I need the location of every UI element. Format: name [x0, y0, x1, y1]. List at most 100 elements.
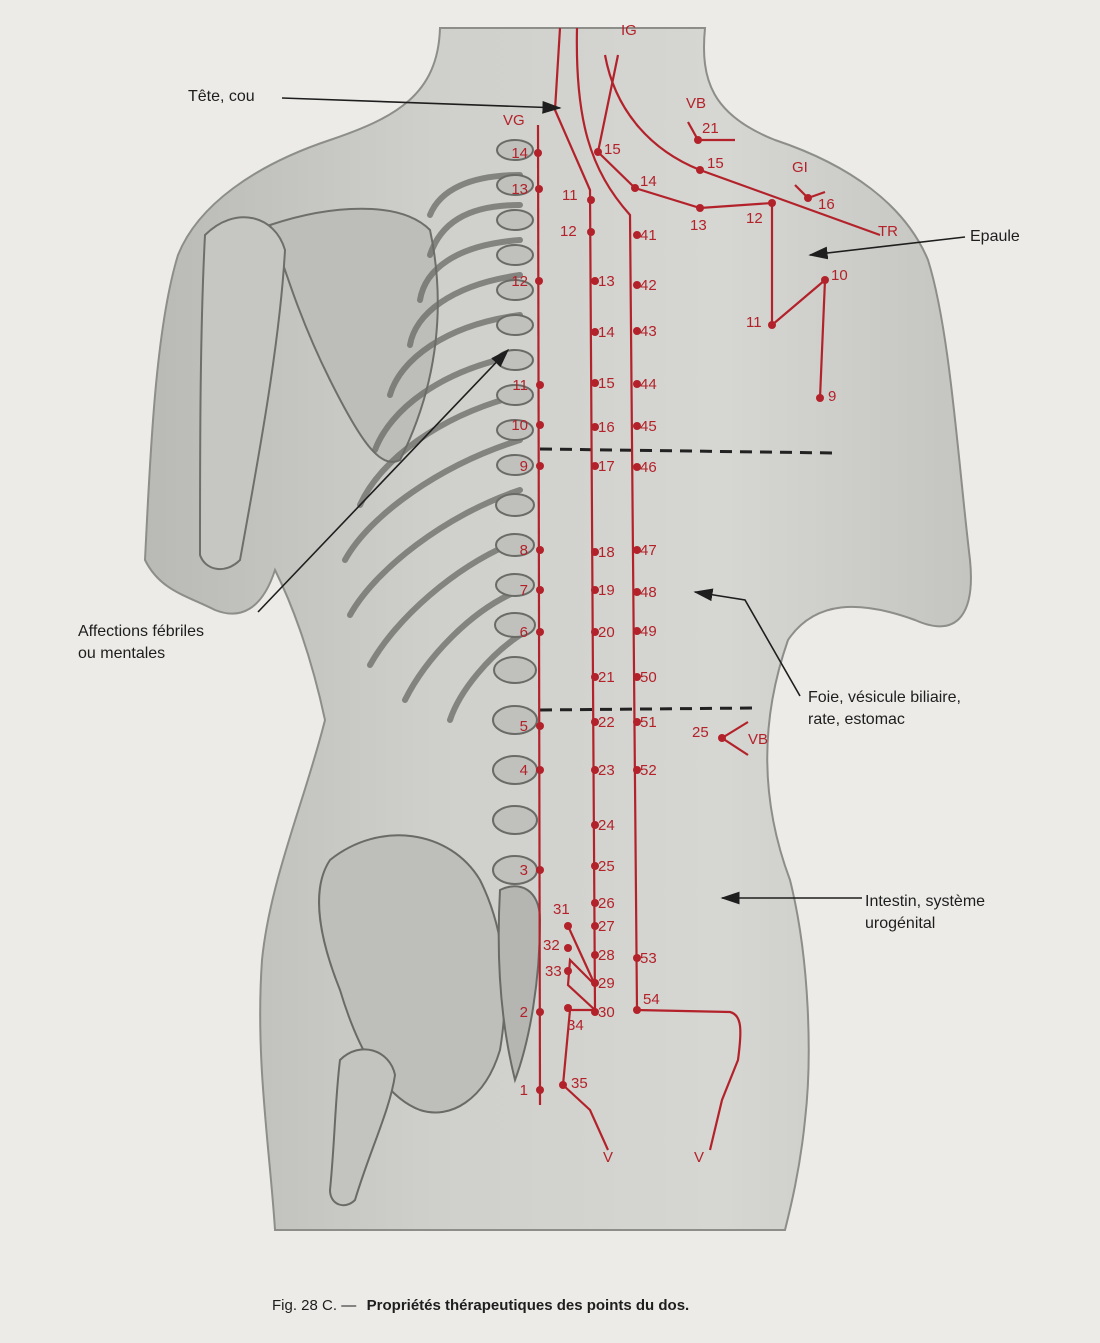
point-dot-v-inner-28: [591, 951, 599, 959]
point-label-v-inner-17: 17: [598, 458, 615, 475]
point-dot-vg-5: [536, 722, 544, 730]
point-dot-vg-4: [536, 766, 544, 774]
point-label-v-outer-51: 51: [640, 714, 657, 731]
v-outer-line: [575, 27, 742, 1151]
v-left-bottom: [562, 1084, 610, 1151]
point-dot-vg-11: [536, 381, 544, 389]
point-dot-v-outer-54: [633, 1006, 641, 1014]
point-label-ig-15: 15: [604, 141, 621, 158]
point-label-vg-6: 6: [520, 624, 528, 641]
point-label-v-outer-54: 54: [643, 991, 660, 1008]
point-label-gi-16: 16: [818, 196, 835, 213]
point-label-vg-8: 8: [520, 542, 528, 559]
point-label-v-inner-21: 21: [598, 669, 615, 686]
point-dot-v-inner-21: [591, 673, 599, 681]
point-dot-v-inner-22: [591, 718, 599, 726]
point-label-v-inner-30: 30: [598, 1004, 615, 1021]
point-dot-v-outer-52: [633, 766, 641, 774]
point-label-v-outer-49: 49: [640, 623, 657, 640]
point-dot-v-inner-12: [587, 228, 595, 236]
point-dot-vg-6: [536, 628, 544, 636]
point-dot-v-inner-27: [591, 922, 599, 930]
point-label-sacral-33: 33: [545, 963, 562, 980]
point-label-ig-11: 11: [746, 314, 762, 331]
point-dot-v-inner-23: [591, 766, 599, 774]
meridian-label-vb-top: VB: [686, 95, 706, 112]
point-dot-v-outer-47: [633, 546, 641, 554]
arrow-shoulder: [808, 236, 966, 260]
point-dot-vg-1: [536, 1086, 544, 1094]
point-dot-sacral-31: [564, 922, 572, 930]
point-dot-v-outer-44: [633, 380, 641, 388]
point-dot-vg-10: [536, 421, 544, 429]
point-dot-ig-13: [696, 204, 704, 212]
spine: [492, 139, 538, 885]
point-dot-v-outer-50: [633, 673, 641, 681]
point-label-v-outer-53: 53: [640, 950, 657, 967]
meridian-label-ig: IG: [621, 22, 637, 39]
point-label-v-inner-11: 11: [562, 187, 578, 204]
point-label-v-inner-16: 16: [598, 419, 615, 436]
point-label-v-inner-25: 25: [598, 858, 615, 875]
point-label-v-inner-15: 15: [598, 375, 615, 392]
point-label-v-outer-50: 50: [640, 669, 657, 686]
point-dot-v-inner-16: [591, 423, 599, 431]
point-label-v-inner-12: 12: [560, 223, 577, 240]
point-label-sacral-34: 34: [567, 1017, 584, 1034]
point-dot-vg-7: [536, 586, 544, 594]
point-dot-ig-15: [594, 148, 602, 156]
point-dot-v-inner-11: [587, 196, 595, 204]
figure-caption: Fig. 28 C. — Propriétés thérapeutiques d…: [272, 1297, 689, 1314]
pelvis: [318, 834, 506, 1114]
point-dot-ig-11: [768, 321, 776, 329]
vg-line: [536, 124, 542, 1106]
humerus: [198, 216, 287, 570]
point-dot-tr-15: [696, 166, 704, 174]
point-label-v-inner-22: 22: [598, 714, 615, 731]
point-dot-v-inner-29: [591, 979, 599, 987]
point-dot-vg-9: [536, 462, 544, 470]
femur-head: [328, 1048, 397, 1207]
point-label-vg-5: 5: [520, 718, 528, 735]
point-dot-gi-16: [804, 194, 812, 202]
point-label-v-inner-26: 26: [598, 895, 615, 912]
v-inner-line: [553, 27, 597, 1011]
point-dot-v-inner-13: [591, 277, 599, 285]
point-dot-v-outer-41: [633, 231, 641, 239]
point-label-v-inner-29: 29: [598, 975, 615, 992]
point-dot-v-outer-43: [633, 327, 641, 335]
meridian-lines: [536, 27, 881, 1151]
point-dot-ig-12: [768, 199, 776, 207]
point-dot-v-outer-45: [633, 422, 641, 430]
point-label-v-outer-44: 44: [640, 376, 657, 393]
point-label-ig-10: 10: [831, 267, 848, 284]
point-dot-v-inner-20: [591, 628, 599, 636]
point-label-v-outer-47: 47: [640, 542, 657, 559]
point-label-vg-11: 11: [512, 377, 528, 394]
meridian-label-v-left: V: [603, 1149, 613, 1166]
annotation-intestine-line2: urogénital: [865, 915, 935, 932]
figure-title: Propriétés thérapeutiques des points du …: [367, 1297, 690, 1314]
point-dot-sacral-34: [564, 1004, 572, 1012]
point-label-vg-10: 10: [511, 417, 528, 434]
meridian-label-v-right: V: [694, 1149, 704, 1166]
point-label-vg-4: 4: [520, 762, 528, 779]
point-dot-v-outer-46: [633, 463, 641, 471]
point-dot-v-inner-30: [591, 1008, 599, 1016]
point-label-tr-15: 15: [707, 155, 724, 172]
point-dot-sacral-32: [564, 944, 572, 952]
point-label-vb-side-25: 25: [692, 724, 709, 741]
point-label-v-outer-41: 41: [640, 227, 657, 244]
point-label-v-inner-23: 23: [598, 762, 615, 779]
point-label-v-inner-18: 18: [598, 544, 615, 561]
point-label-vg-12: 12: [511, 273, 528, 290]
point-label-v-inner-19: 19: [598, 582, 615, 599]
point-label-v-inner-24: 24: [598, 817, 615, 834]
point-label-vg-3: 3: [520, 862, 528, 879]
arrow-febrile: [257, 348, 510, 613]
annotation-shoulder: Epaule: [970, 228, 1020, 245]
point-label-sacral-35: 35: [571, 1075, 588, 1092]
point-label-vg-14: 14: [511, 145, 528, 162]
point-label-v-outer-52: 52: [640, 762, 657, 779]
